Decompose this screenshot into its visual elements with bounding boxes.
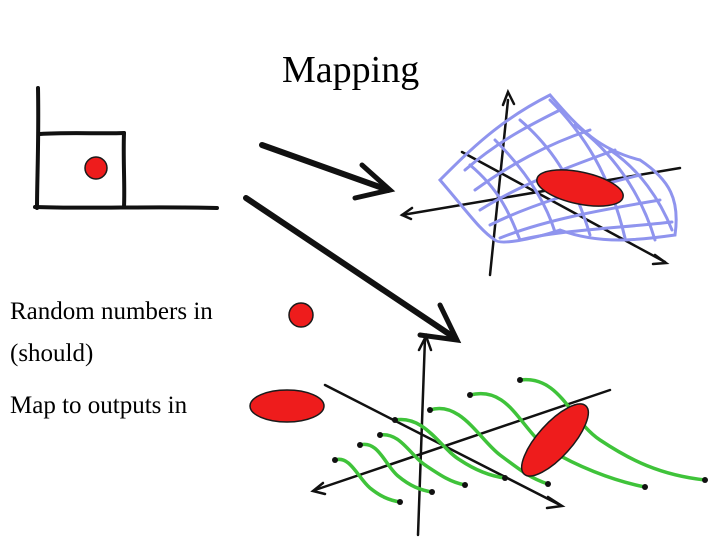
caption-should: (should) [10, 340, 94, 367]
caption-map-outputs: Map to outputs in [10, 392, 188, 419]
input-dot [84, 156, 108, 180]
caption-dot-icon [288, 302, 314, 328]
warped-grid-icon [399, 88, 682, 277]
curve-field-icon [310, 332, 708, 537]
output-ellipse-curves [520, 403, 590, 477]
arrow-to-curves-icon [243, 195, 462, 344]
caption-random-numbers: Random numbers in [10, 298, 213, 325]
input-square-icon [33, 86, 219, 210]
output-ellipse-grid [536, 169, 624, 207]
caption-ellipse-icon [249, 389, 325, 423]
arrow-to-grid-icon [259, 142, 396, 201]
slide-title: Mapping [282, 49, 420, 91]
